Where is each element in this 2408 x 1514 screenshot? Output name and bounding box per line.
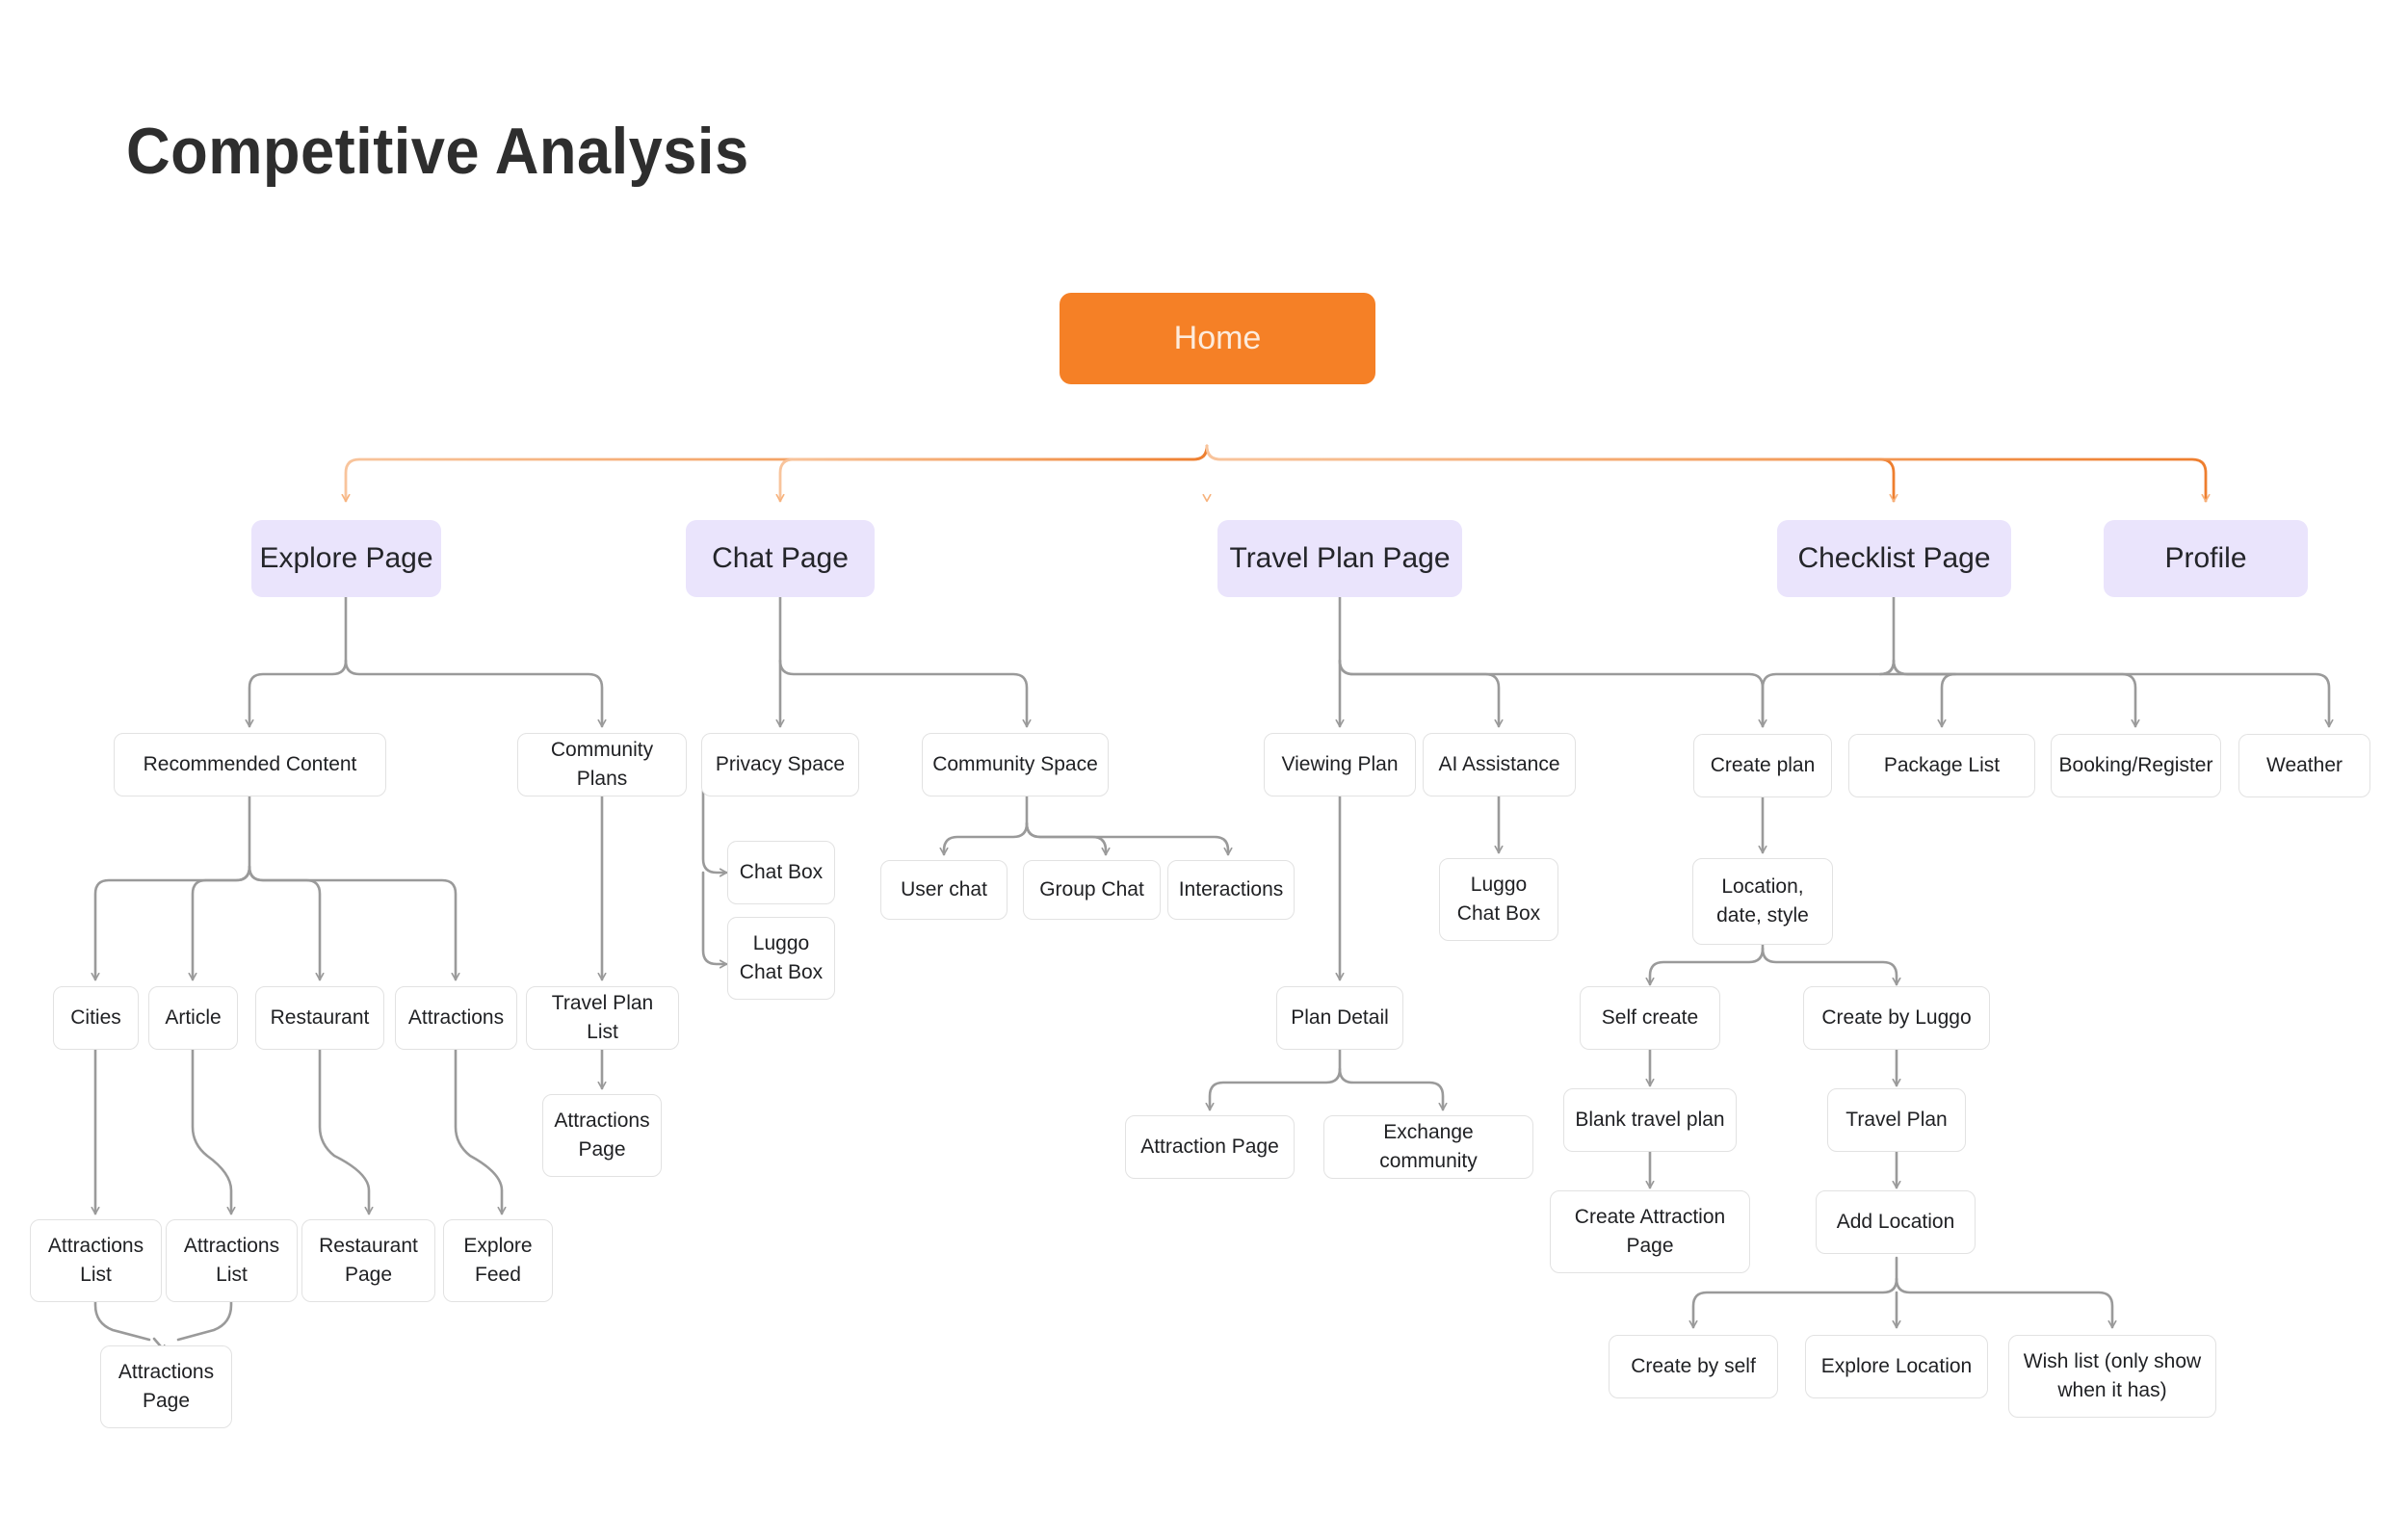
node-restaurant[interactable]: Restaurant [255, 986, 384, 1050]
node-ai-assistance[interactable]: AI Assistance [1423, 733, 1576, 796]
node-explore-page[interactable]: Explore Page [251, 520, 441, 597]
node-community-space-label: Community Space [932, 752, 1098, 775]
node-weather-label: Weather [2266, 753, 2343, 776]
node-package-list-label: Package List [1883, 753, 2001, 776]
node-create-attraction-page[interactable]: Create Attraction Page [1550, 1190, 1750, 1273]
node-attractions-page-final-label: Attractions Page [118, 1360, 215, 1412]
node-travel-plan-list[interactable]: Travel Plan List [526, 986, 679, 1050]
node-add-location-label: Add Location [1836, 1210, 1955, 1233]
node-create-by-luggo-label: Create by Luggo [1821, 1005, 1972, 1029]
node-article-label: Article [165, 1005, 222, 1029]
node-home[interactable]: Home [1060, 293, 1375, 384]
node-attractions-page-final[interactable]: Attractions Page [100, 1345, 232, 1428]
node-exchange-community-label: Exchange community [1379, 1120, 1478, 1172]
node-restaurant-page-label: Restaurant Page [319, 1234, 418, 1286]
node-explore-location-label: Explore Location [1820, 1354, 1973, 1377]
node-location-date-style[interactable]: Location, date, style [1692, 858, 1833, 945]
node-explore-feed-label: Explore Feed [463, 1234, 533, 1286]
node-attractions-page-travel-plan-list-label: Attractions Page [554, 1109, 650, 1161]
node-explore-feed[interactable]: Explore Feed [443, 1219, 553, 1302]
node-plan-detail-label: Plan Detail [1291, 1005, 1389, 1029]
node-chat-box-label: Chat Box [739, 860, 824, 883]
node-explore-location[interactable]: Explore Location [1805, 1335, 1988, 1398]
node-privacy-space-label: Privacy Space [715, 752, 846, 775]
node-group-chat-label: Group Chat [1039, 877, 1144, 901]
node-attractions-list-2-label: Attractions List [183, 1234, 280, 1286]
node-blank-travel-plan-label: Blank travel plan [1575, 1108, 1725, 1131]
node-article[interactable]: Article [148, 986, 238, 1050]
node-attractions-label: Attractions [407, 1005, 505, 1029]
node-community-space[interactable]: Community Space [922, 733, 1109, 796]
node-blank-travel-plan[interactable]: Blank travel plan [1563, 1088, 1737, 1152]
node-create-attraction-page-label: Create Attraction Page [1574, 1205, 1726, 1257]
node-create-by-luggo[interactable]: Create by Luggo [1803, 986, 1990, 1050]
node-checklist-page[interactable]: Checklist Page [1777, 520, 2011, 597]
node-viewing-plan-label: Viewing Plan [1281, 752, 1399, 775]
node-user-chat[interactable]: User chat [880, 860, 1008, 920]
node-attraction-page[interactable]: Attraction Page [1125, 1115, 1295, 1179]
node-plan-detail[interactable]: Plan Detail [1276, 986, 1403, 1050]
node-cities[interactable]: Cities [53, 986, 139, 1050]
node-location-date-style-label: Location, date, style [1716, 874, 1809, 927]
node-ai-assistance-label: AI Assistance [1438, 752, 1560, 775]
node-attractions-list-2[interactable]: Attractions List [166, 1219, 298, 1302]
node-interactions[interactable]: Interactions [1167, 860, 1295, 920]
node-booking-register[interactable]: Booking/Register [2051, 734, 2221, 797]
node-exchange-community[interactable]: Exchange community [1323, 1115, 1533, 1179]
node-travel-plan-label: Travel Plan [1845, 1108, 1948, 1131]
node-recommended-content-label: Recommended Content [143, 752, 357, 775]
node-chat-box[interactable]: Chat Box [727, 841, 835, 904]
node-weather[interactable]: Weather [2238, 734, 2370, 797]
node-create-by-self-label: Create by self [1631, 1354, 1756, 1377]
node-create-by-self[interactable]: Create by self [1609, 1335, 1778, 1398]
node-attractions[interactable]: Attractions [395, 986, 517, 1050]
node-privacy-space[interactable]: Privacy Space [701, 733, 859, 796]
node-community-plans[interactable]: Community Plans [517, 733, 687, 796]
node-travel-plan-page-label: Travel Plan Page [1229, 542, 1451, 575]
node-chat-page-label: Chat Page [712, 542, 849, 575]
node-recommended-content[interactable]: Recommended Content [114, 733, 386, 796]
node-group-chat[interactable]: Group Chat [1023, 860, 1161, 920]
node-booking-register-label: Booking/Register [2058, 753, 2213, 776]
node-self-create[interactable]: Self create [1580, 986, 1720, 1050]
node-community-plans-label: Community Plans [550, 738, 654, 790]
node-interactions-label: Interactions [1178, 877, 1284, 901]
node-travel-plan-page[interactable]: Travel Plan Page [1217, 520, 1462, 597]
node-explore-page-label: Explore Page [259, 542, 433, 575]
node-chat-page[interactable]: Chat Page [686, 520, 875, 597]
node-luggo-chat-box-ai[interactable]: Luggo Chat Box [1439, 858, 1558, 941]
node-checklist-page-label: Checklist Page [1797, 542, 1991, 575]
node-attraction-page-label: Attraction Page [1140, 1135, 1279, 1158]
node-luggo-chat-box-ai-label: Luggo Chat Box [1456, 873, 1541, 925]
node-create-plan-label: Create plan [1710, 753, 1816, 776]
node-restaurant-page[interactable]: Restaurant Page [301, 1219, 435, 1302]
node-profile-label: Profile [2164, 542, 2247, 575]
page-title: Competitive Analysis [126, 115, 749, 188]
node-cities-label: Cities [70, 1005, 121, 1029]
node-luggo-chat-box-chat-label: Luggo Chat Box [739, 931, 824, 983]
node-travel-plan-list-label: Travel Plan List [551, 991, 654, 1043]
node-viewing-plan[interactable]: Viewing Plan [1264, 733, 1416, 796]
node-user-chat-label: User chat [901, 877, 987, 901]
node-attractions-page-travel-plan-list[interactable]: Attractions Page [542, 1094, 662, 1177]
node-package-list[interactable]: Package List [1848, 734, 2035, 797]
node-attractions-list-1[interactable]: Attractions List [30, 1219, 162, 1302]
node-home-label: Home [1173, 319, 1262, 356]
node-luggo-chat-box-chat[interactable]: Luggo Chat Box [727, 917, 835, 1000]
node-wish-list-label: Wish list (only show when it has) [2023, 1349, 2202, 1401]
node-profile[interactable]: Profile [2104, 520, 2308, 597]
node-add-location[interactable]: Add Location [1816, 1190, 1976, 1254]
node-wish-list[interactable]: Wish list (only show when it has) [2008, 1335, 2216, 1418]
node-create-plan[interactable]: Create plan [1693, 734, 1832, 797]
node-travel-plan[interactable]: Travel Plan [1827, 1088, 1966, 1152]
node-restaurant-label: Restaurant [270, 1005, 370, 1029]
node-self-create-label: Self create [1601, 1005, 1699, 1029]
node-attractions-list-1-label: Attractions List [47, 1234, 144, 1286]
